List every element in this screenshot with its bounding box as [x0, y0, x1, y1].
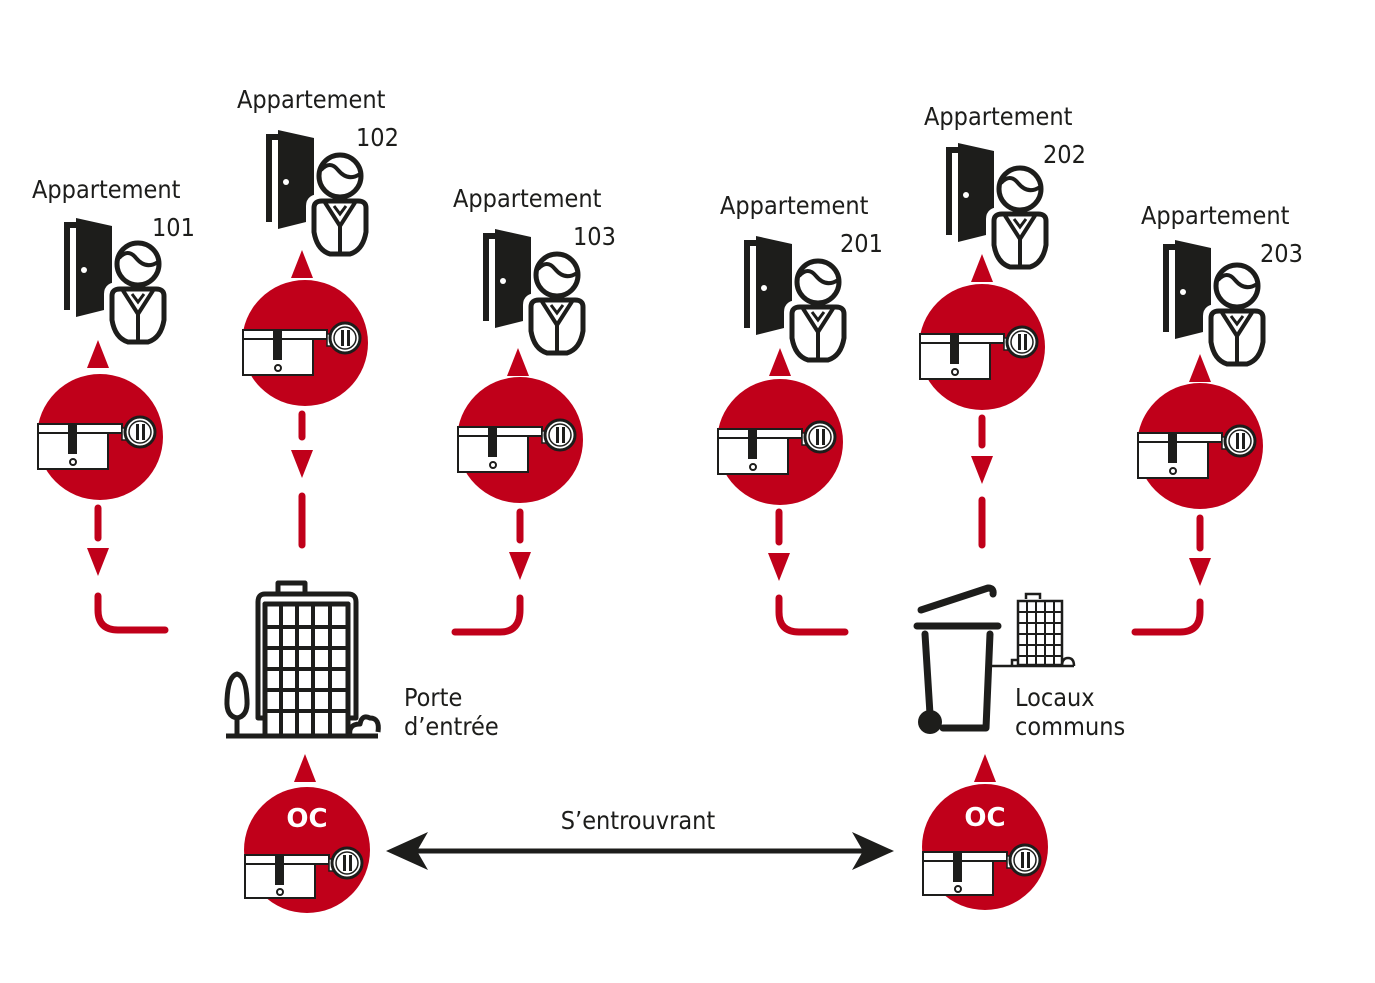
bin-wheel [918, 710, 942, 734]
arrow-up-icon [974, 754, 996, 782]
master-cylinder-entrance: OC [242, 785, 372, 915]
apartment-103: Appartement 103 [453, 184, 616, 505]
arrow-left-icon [386, 832, 428, 870]
master-cylinder-common: OC [920, 782, 1050, 912]
door-person-icon [1163, 240, 1267, 368]
lock-cylinder-key-icon [455, 375, 585, 505]
arrow-up-icon [769, 348, 791, 376]
apartment-number: 101 [152, 213, 195, 242]
apartment-number: 201 [840, 229, 883, 258]
connector-101 [94, 504, 169, 634]
arrow-up-icon [1189, 354, 1211, 382]
door-person-icon [266, 130, 370, 258]
apartment-title: Appartement [1141, 201, 1290, 230]
hub-label-line1: Locaux [1015, 683, 1095, 712]
hub-label-line1: Porte [404, 683, 462, 712]
connector-103 [451, 508, 524, 636]
link-label: S’entrouvrant [561, 806, 716, 835]
apartment-number: 202 [1043, 140, 1086, 169]
arrow-down-icon [1189, 558, 1211, 586]
cylinder-label: OC [286, 804, 327, 834]
lock-cylinder-key-icon [1135, 381, 1265, 511]
building-icon [224, 580, 381, 739]
hub-label-line2: communs [1015, 712, 1125, 741]
hub-entrance: Porte d’entrée OC [224, 580, 499, 915]
arrow-down-icon [291, 450, 313, 478]
connector-201 [775, 508, 849, 636]
arrow-down-icon [509, 552, 531, 580]
door-person-icon [483, 229, 587, 357]
lock-cylinder-key-icon [917, 282, 1047, 412]
arrow-up-icon [507, 348, 529, 376]
apartment-201: Appartement 201 [715, 191, 883, 507]
link-bidirectional: S’entrouvrant [386, 806, 894, 870]
hub-common: Locaux communs OC [913, 584, 1125, 912]
lock-cylinder-key-icon [715, 377, 845, 507]
arrow-up-icon [294, 754, 316, 782]
lock-cylinder-key-icon [35, 372, 165, 502]
apartment-202: Appartement 202 [917, 102, 1086, 412]
hub-label-line2: d’entrée [404, 712, 499, 741]
apartment-number: 102 [356, 123, 399, 152]
arrow-up-icon [291, 250, 313, 278]
apartment-title: Appartement [453, 184, 602, 213]
arrow-up-icon [87, 340, 109, 368]
connector-203 [1131, 514, 1204, 636]
door-person-icon [744, 236, 848, 364]
apartment-title: Appartement [237, 85, 386, 114]
door-person-icon [946, 143, 1050, 271]
lock-cylinder-key-icon [240, 278, 370, 408]
arrow-right-icon [852, 832, 894, 870]
arrow-down-icon [768, 553, 790, 581]
arrow-down-icon [87, 548, 109, 576]
apartment-102: Appartement 102 [237, 85, 399, 408]
cylinder-label: OC [964, 803, 1005, 833]
apartment-title: Appartement [32, 175, 181, 204]
apartment-title: Appartement [924, 102, 1073, 131]
waste-bin-icon [913, 584, 1002, 732]
apartment-number: 103 [573, 222, 616, 251]
apartment-title: Appartement [720, 191, 869, 220]
building-small-icon [990, 592, 1076, 668]
apartment-203: Appartement 203 [1135, 201, 1303, 511]
apartment-number: 203 [1260, 239, 1303, 268]
arrow-down-icon [971, 456, 993, 484]
apartment-101: Appartement 101 [32, 175, 195, 502]
